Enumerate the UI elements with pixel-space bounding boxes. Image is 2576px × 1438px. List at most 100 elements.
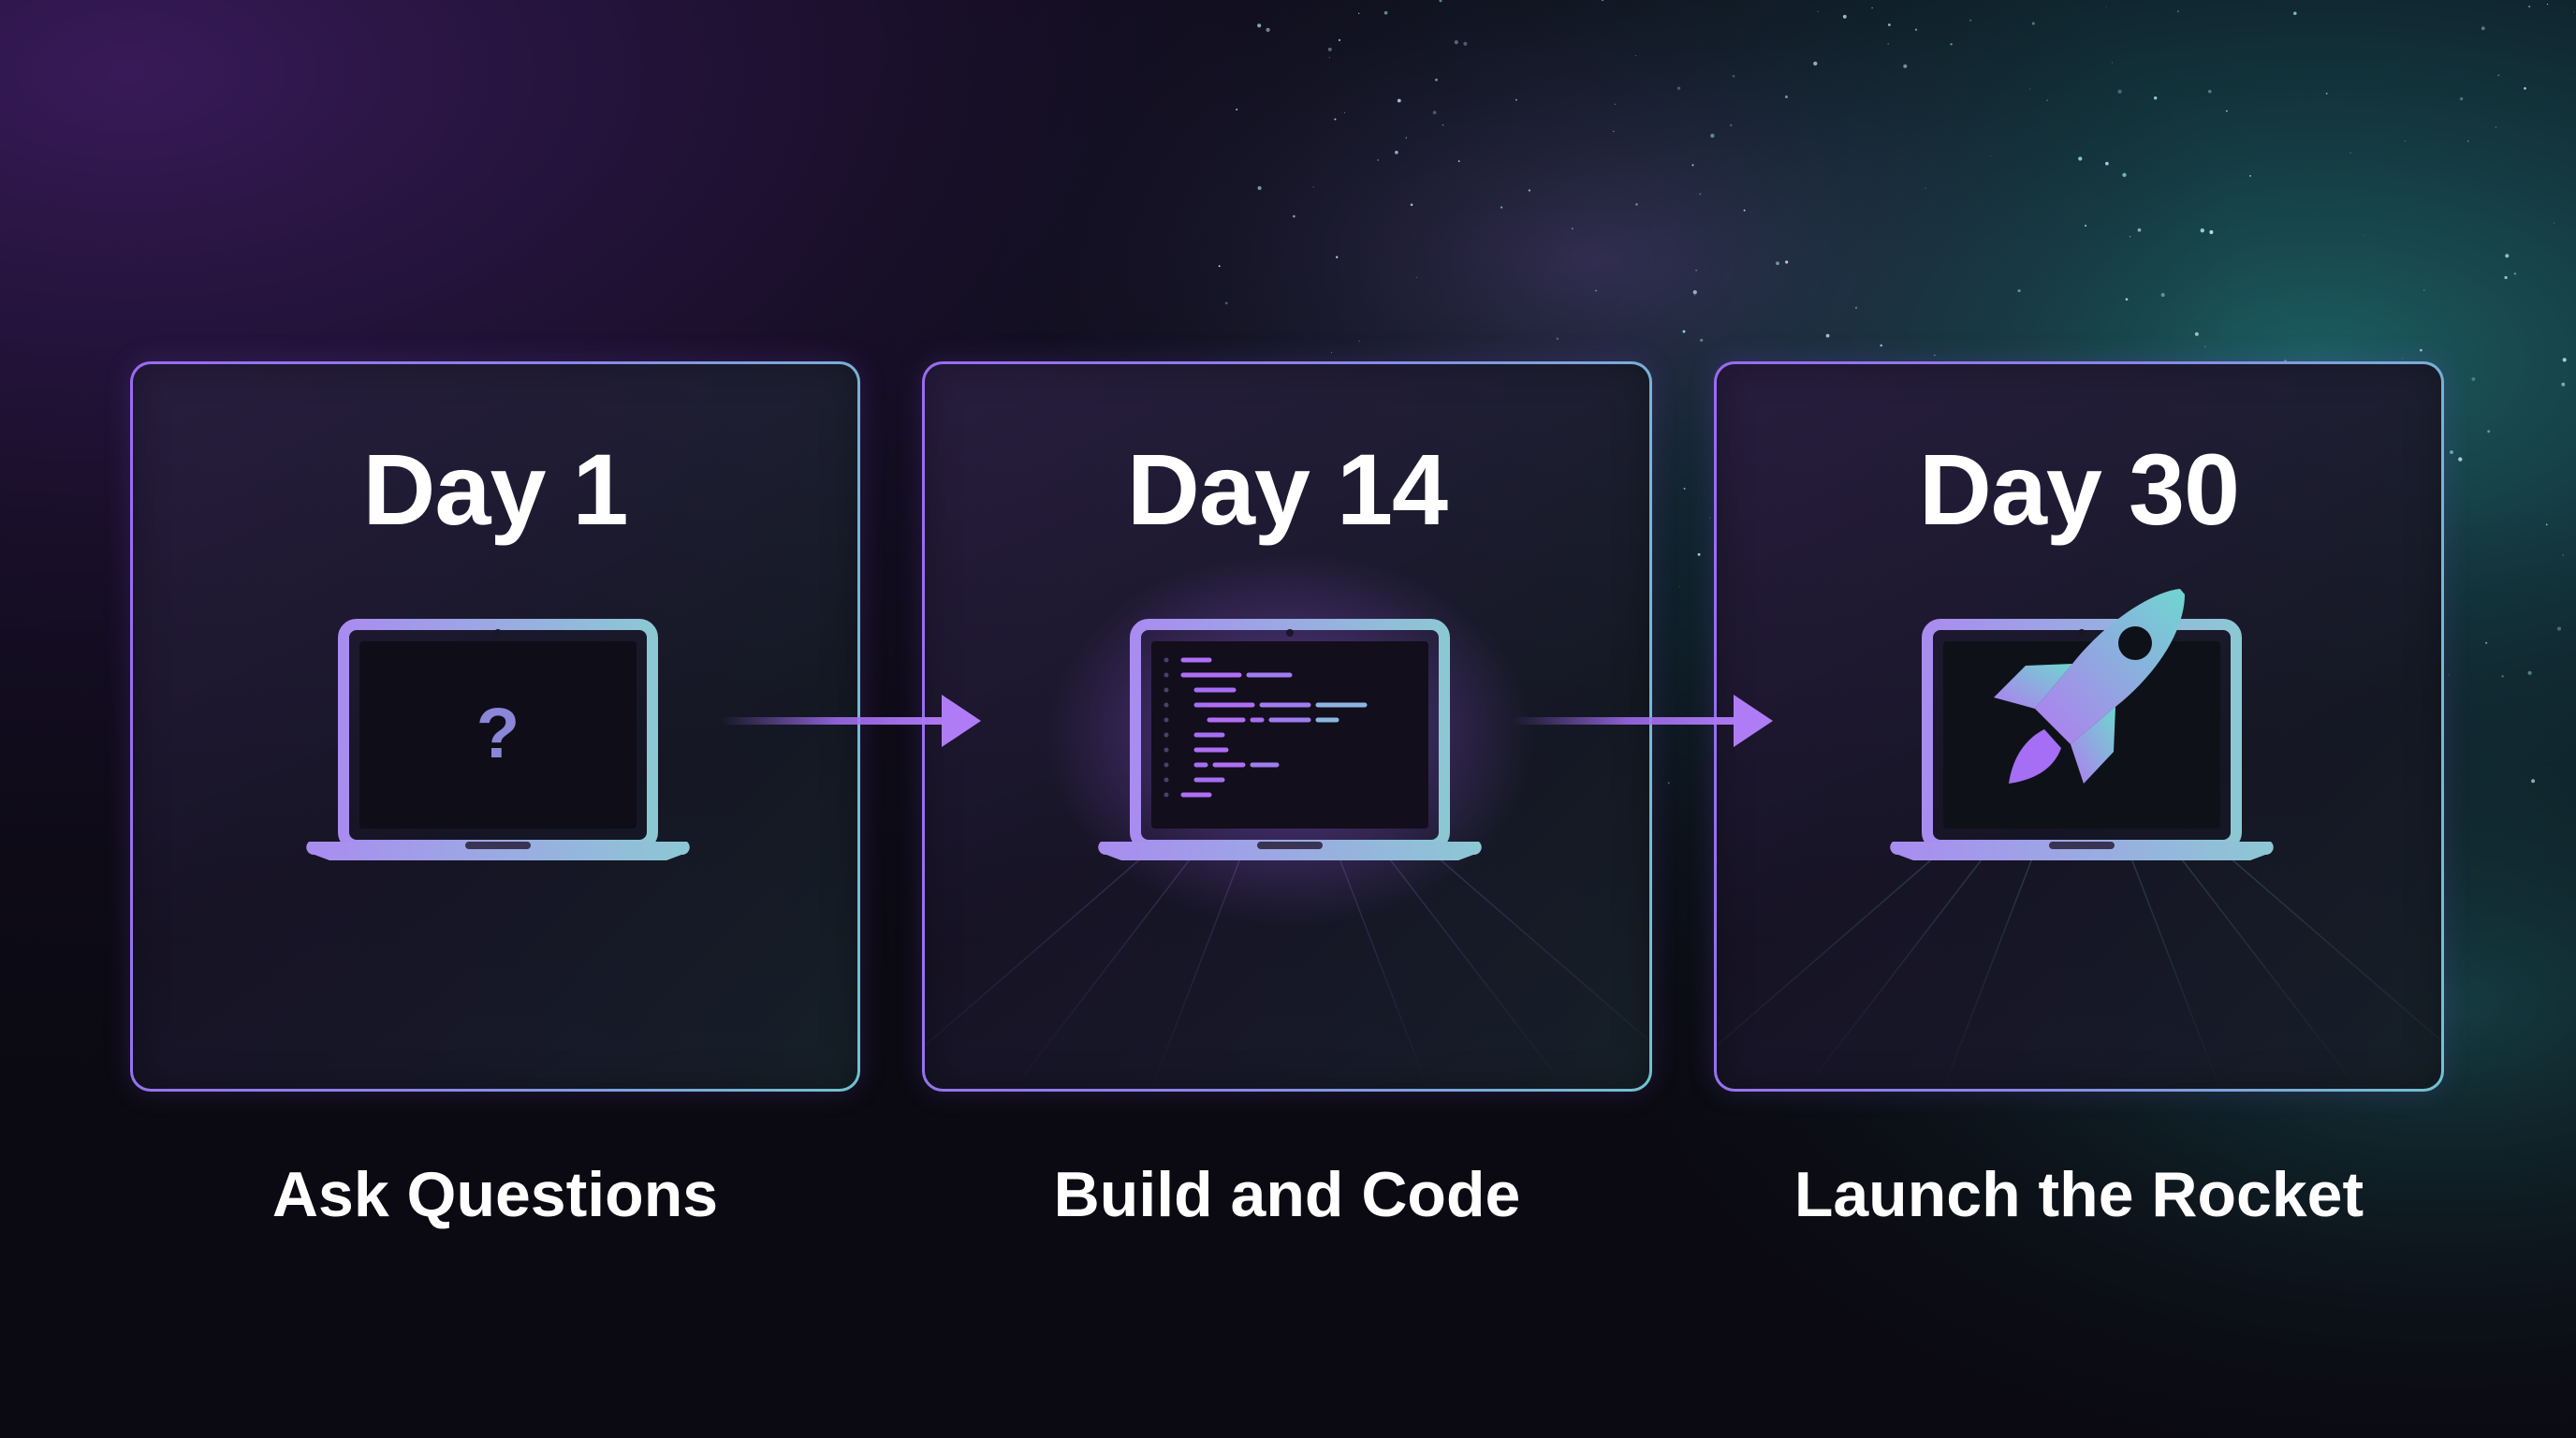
star	[1613, 130, 1615, 133]
star	[1556, 337, 1559, 341]
star	[2203, 345, 2206, 348]
star	[1439, 0, 1442, 3]
step-caption: Ask Questions	[271, 1159, 719, 1230]
star	[1842, 14, 1847, 19]
star	[1257, 23, 1262, 28]
star	[2160, 293, 2165, 297]
star	[1331, 352, 1333, 354]
star	[2349, 152, 2351, 154]
star	[2459, 96, 2464, 101]
star	[1601, 0, 1604, 2]
star	[2448, 674, 2450, 676]
star	[1528, 189, 1531, 192]
star	[2528, 5, 2531, 8]
star	[1785, 95, 1788, 98]
star	[2573, 11, 2575, 13]
star	[1327, 47, 1332, 51]
star	[1266, 27, 1270, 33]
star	[1692, 289, 1697, 295]
star	[2085, 225, 2087, 227]
star	[2078, 156, 2083, 161]
star	[1635, 203, 1638, 206]
star	[2458, 457, 2463, 462]
star	[2487, 430, 2491, 433]
star	[2017, 289, 2021, 293]
star	[1377, 159, 1380, 161]
star	[2485, 641, 2488, 644]
star	[1336, 256, 1339, 258]
star	[1457, 160, 1460, 163]
arrow-right-icon	[721, 695, 981, 747]
laptop-code-icon	[925, 551, 1649, 1089]
step-card-day-1: Day 1 ?	[130, 361, 860, 1092]
star	[1683, 487, 1686, 490]
star	[2504, 275, 2508, 280]
star	[1699, 193, 1702, 196]
star	[2105, 6, 2107, 7]
star	[2501, 675, 2504, 678]
star	[2105, 161, 2109, 166]
star	[2562, 554, 2564, 556]
star	[2420, 348, 2422, 352]
star	[1257, 185, 1262, 190]
star	[1634, 54, 1636, 56]
star	[1405, 137, 1407, 139]
star	[2527, 670, 2532, 675]
star	[1925, 187, 1926, 189]
star	[2471, 376, 2476, 381]
star	[1571, 227, 1573, 229]
star	[1312, 185, 1314, 188]
star	[1515, 98, 1517, 101]
star	[1357, 12, 1360, 15]
star	[1334, 118, 1337, 121]
star	[1343, 111, 1345, 113]
star	[2561, 382, 2566, 387]
star	[1903, 64, 1908, 68]
star	[1817, 11, 1819, 13]
star	[2467, 140, 2469, 142]
step-title: Day 30	[1918, 433, 2240, 546]
star	[1914, 28, 1918, 31]
star	[2495, 125, 2497, 128]
star	[1395, 150, 1398, 154]
star	[1871, 7, 1873, 9]
star	[1697, 552, 1701, 556]
star	[1785, 260, 1789, 264]
star	[1595, 289, 1597, 292]
star	[2125, 298, 2129, 301]
star	[1989, 155, 1991, 157]
star	[1743, 209, 1746, 212]
star	[2545, 523, 2548, 526]
star	[2194, 331, 2199, 336]
star	[1880, 344, 1882, 347]
star	[2200, 228, 2204, 233]
star	[1776, 261, 1779, 266]
star	[1950, 43, 1953, 46]
star	[1676, 86, 1681, 90]
star	[1236, 109, 1238, 110]
star	[2122, 172, 2127, 178]
star	[1397, 98, 1401, 103]
step-card-day-14: Day 14	[922, 361, 1652, 1092]
star	[2546, 4, 2549, 6]
star	[2325, 92, 2328, 95]
star	[1694, 294, 1696, 296]
star	[2405, 139, 2406, 141]
star	[1700, 338, 1704, 342]
star	[1854, 306, 1858, 309]
star	[1934, 354, 1936, 357]
star	[2117, 89, 2122, 94]
star	[1454, 40, 1458, 45]
star	[1710, 133, 1715, 139]
star	[2209, 229, 2214, 235]
star	[1463, 41, 1468, 46]
star	[2226, 110, 2228, 112]
star	[2402, 357, 2404, 359]
star	[2137, 227, 2142, 232]
star	[2513, 272, 2517, 275]
star	[2524, 87, 2526, 90]
code-lines	[1164, 657, 1368, 798]
star	[1410, 203, 1413, 207]
star	[1667, 782, 1670, 785]
star	[2505, 254, 2510, 258]
